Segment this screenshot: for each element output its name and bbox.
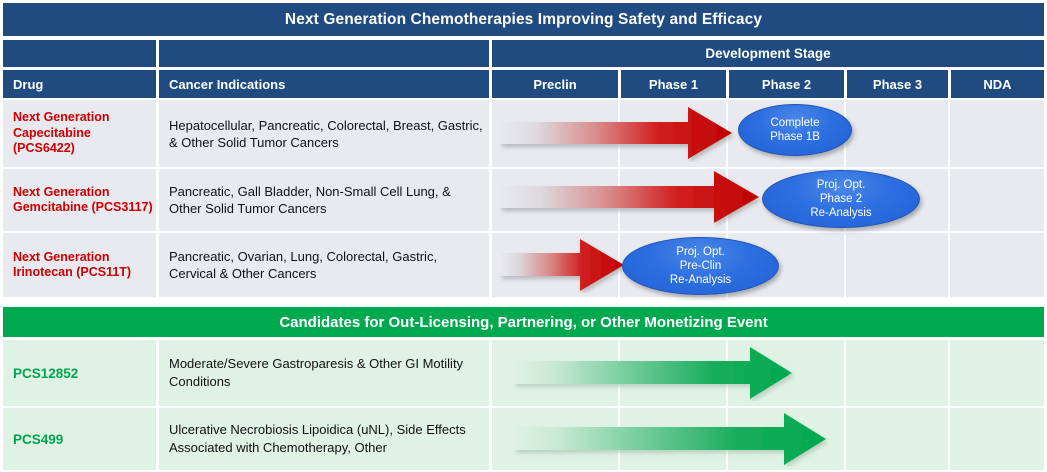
gridline-vertical bbox=[156, 100, 158, 297]
column-header-cancer-indications: Cancer Indications bbox=[159, 70, 489, 98]
column-header-phase-3: Phase 3 bbox=[847, 70, 948, 98]
green-section-banner: Candidates for Out-Licensing, Partnering… bbox=[3, 307, 1044, 337]
gridline-vertical bbox=[618, 340, 620, 470]
column-header-phase-2: Phase 2 bbox=[729, 70, 844, 98]
gridline-vertical bbox=[489, 340, 491, 470]
gridline-vertical bbox=[948, 100, 950, 297]
indications-pcs499: Ulcerative Necrobiosis Lipoidica (uNL), … bbox=[159, 408, 489, 470]
milestone-bubble-capecitabine: Complete Phase 1B bbox=[738, 104, 852, 156]
gridline-vertical bbox=[948, 340, 950, 470]
stage-track-pcs12852 bbox=[492, 340, 1044, 406]
gridline-vertical bbox=[618, 100, 620, 297]
gridline-horizontal bbox=[3, 406, 1044, 408]
drug-name-gemcitabine: Next Generation Gemcitabine (PCS3117) bbox=[3, 169, 156, 231]
column-header-preclin: Preclin bbox=[492, 70, 618, 98]
header-development-stage: Development Stage bbox=[492, 40, 1044, 67]
header-blank-drug bbox=[3, 40, 156, 67]
page-title: Next Generation Chemotherapies Improving… bbox=[3, 3, 1044, 36]
drug-name-pcs499: PCS499 bbox=[3, 408, 156, 470]
gridline-vertical bbox=[844, 340, 846, 470]
indications-pcs12852: Moderate/Severe Gastroparesis & Other GI… bbox=[159, 340, 489, 406]
milestone-bubble-gemcitabine: Proj. Opt. Phase 2 Re-Analysis bbox=[762, 170, 920, 228]
drug-name-capecitabine: Next Generation Capecitabine (PCS6422) bbox=[3, 100, 156, 167]
stage-track-pcs499 bbox=[492, 408, 1044, 470]
indications-irinotecan: Pancreatic, Ovarian, Lung, Colorectal, G… bbox=[159, 233, 489, 297]
column-header-nda: NDA bbox=[951, 70, 1044, 98]
gridline-vertical bbox=[726, 340, 728, 470]
drug-name-pcs12852: PCS12852 bbox=[3, 340, 156, 406]
milestone-bubble-irinotecan: Proj. Opt. Pre-Clin Re-Analysis bbox=[622, 237, 779, 295]
gridline-horizontal bbox=[3, 231, 1044, 233]
gridline-vertical bbox=[489, 100, 491, 297]
header-blank-indications bbox=[159, 40, 489, 67]
indications-gemcitabine: Pancreatic, Gall Bladder, Non-Small Cell… bbox=[159, 169, 489, 231]
gridline-horizontal bbox=[3, 167, 1044, 169]
column-header-drug: Drug bbox=[3, 70, 156, 98]
column-header-phase-1: Phase 1 bbox=[621, 70, 726, 98]
drug-name-irinotecan: Next Generation Irinotecan (PCS11T) bbox=[3, 233, 156, 297]
indications-capecitabine: Hepatocellular, Pancreatic, Colorectal, … bbox=[159, 100, 489, 167]
gridline-vertical bbox=[156, 340, 158, 470]
